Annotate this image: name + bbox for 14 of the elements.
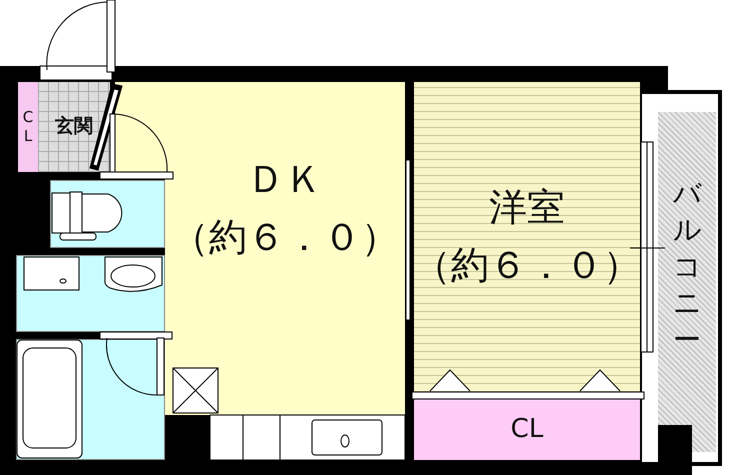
- bedroom: [414, 82, 640, 392]
- room-label: （約６．０）: [171, 216, 399, 260]
- entrance-hall: [38, 82, 110, 172]
- closet: [18, 82, 38, 172]
- room-label: （約６．０）: [413, 244, 641, 288]
- room-label: CL: [22, 108, 34, 146]
- room-label: 洋室: [489, 186, 565, 230]
- room-label: CL: [510, 414, 544, 444]
- balcony: [658, 112, 716, 452]
- room-label: バルコニー: [673, 176, 701, 358]
- dining-kitchen: [165, 82, 405, 415]
- room-label: 玄関: [55, 116, 93, 138]
- closet: [414, 399, 640, 460]
- room-label: ＤＫ: [247, 158, 323, 202]
